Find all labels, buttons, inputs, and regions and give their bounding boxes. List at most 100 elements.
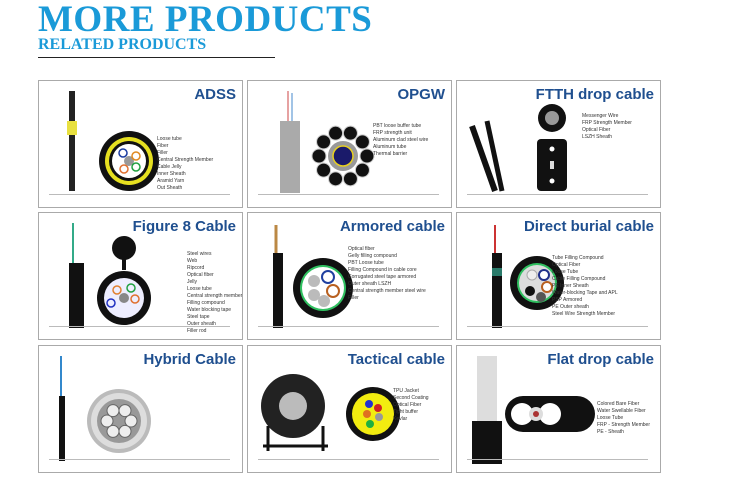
cable-diagram [69, 223, 151, 328]
diagram-label: Gelly filling compound [348, 253, 397, 259]
diagram-label: Tight buffer [393, 409, 419, 415]
diagram-label: Aluminum clad steel wire [373, 137, 429, 143]
diagram-label: LSZH Sheath [582, 134, 613, 140]
product-title[interactable]: Armored cable [339, 218, 445, 235]
diagram-label: Loose Tube [597, 415, 624, 421]
diagram-label: Outer sheath LSZH [348, 281, 392, 287]
product-title[interactable]: ADSS [194, 86, 236, 103]
baseline [49, 326, 230, 327]
baseline [258, 194, 439, 195]
product-title[interactable]: FTTH drop cable [535, 86, 654, 103]
baseline [258, 459, 439, 460]
cable-diagram [67, 91, 159, 191]
baseline [258, 326, 439, 327]
diagram-label: Colored Bare Fiber [597, 401, 640, 407]
diagram-label: Filling compound [187, 300, 225, 306]
diagram-label: Water-blocking Tape and APL [552, 290, 618, 296]
diagram-label: Jelly [187, 279, 198, 285]
diagram-label: Messenger Wire [582, 113, 619, 119]
diagram-label: Aramid Yarn [157, 178, 185, 184]
diagram-label: Thermal barrier [373, 151, 408, 157]
diagram-label: Ripcord [187, 265, 205, 271]
diagram-label: PSP Armored [552, 297, 583, 303]
cable-diagram [280, 91, 375, 193]
product-title[interactable]: Flat drop cable [547, 351, 654, 368]
baseline [467, 326, 648, 327]
diagram-label: Filling Compound in cable core [348, 267, 417, 273]
diagram-label: Optical fiber [348, 246, 375, 252]
product-card[interactable]: Hybrid Cable [38, 345, 243, 473]
diagram-label: Steel tape [187, 314, 210, 320]
diagram-label: PBT Loose tube [348, 260, 384, 266]
diagram-label: Loose tube [157, 136, 182, 142]
diagram-label: FRP Strength Member [582, 120, 632, 126]
diagram-label: FRP strength unit [373, 130, 412, 136]
product-title[interactable]: Tactical cable [347, 351, 445, 368]
product-title[interactable]: Direct burial cable [523, 218, 654, 235]
diagram-label: Out Sheath [157, 185, 183, 191]
diagram-label: Filler [157, 150, 168, 156]
diagram-label: TPU Jacket [393, 388, 419, 394]
baseline [467, 194, 648, 195]
page-title: MORE PRODUCTS [38, 0, 373, 40]
cable-diagram [59, 356, 151, 461]
diagram-label: Optical Fiber [582, 127, 611, 133]
title-underline [38, 57, 275, 58]
diagram-label: Optical Fiber [552, 262, 581, 268]
product-title[interactable]: Hybrid Cable [143, 351, 236, 368]
diagram-label: Cable Filling Compound [552, 276, 606, 282]
product-title[interactable]: OPGW [397, 86, 446, 103]
diagram-label: PE Outer sheath [552, 304, 589, 310]
diagram-label: Steel wires [187, 251, 212, 257]
diagram-label: Central strength member [187, 293, 243, 299]
diagram-label: Web [187, 258, 198, 264]
diagram-label: Filler rod [187, 328, 207, 334]
diagram-label: FRP - Strength Member [597, 422, 650, 428]
product-title[interactable]: Figure 8 Cable [132, 218, 236, 235]
diagram-label: Cable Jelly [157, 164, 182, 170]
diagram-label: Optical fiber [187, 272, 214, 278]
diagram-label: Steel Wire Strength Member [552, 311, 616, 317]
cable-diagram [472, 356, 595, 464]
baseline [49, 459, 230, 460]
diagram-label: Water Swellable Fiber [597, 408, 646, 414]
diagram-label: Outer sheath [187, 321, 216, 327]
diagram-label: Inner Sheath [157, 171, 186, 177]
diagram-label: Corrugated steel tape armored [348, 274, 417, 280]
diagram-label: Tube Filling Compound [552, 255, 604, 261]
diagram-label: PBT loose buffer tube [373, 123, 422, 129]
diagram-label: Kevlar [393, 416, 408, 422]
diagram-label: Filler [348, 295, 359, 301]
diagram-label: Loose Tube [552, 269, 579, 275]
diagram-label: Optical Fiber [393, 402, 422, 408]
diagram-label: Fiber [157, 143, 169, 149]
cable-diagram [492, 225, 564, 328]
baseline [49, 194, 230, 195]
cable-diagram [273, 225, 353, 328]
baseline [467, 459, 648, 460]
diagram-label: PE Inner Sheath [552, 283, 589, 289]
diagram-label: Central strength member steel wire [348, 288, 426, 294]
cable-diagram [261, 374, 400, 451]
diagram-label: Second Coating [393, 395, 429, 401]
product-card[interactable]: Direct burial cable Tube Filling Compoun… [456, 212, 661, 340]
cable-diagram [469, 104, 567, 193]
diagram-label: Aluminum tube [373, 144, 407, 150]
diagram-label: Central Strength Member [157, 157, 214, 163]
diagram-label: Loose tube [187, 286, 212, 292]
